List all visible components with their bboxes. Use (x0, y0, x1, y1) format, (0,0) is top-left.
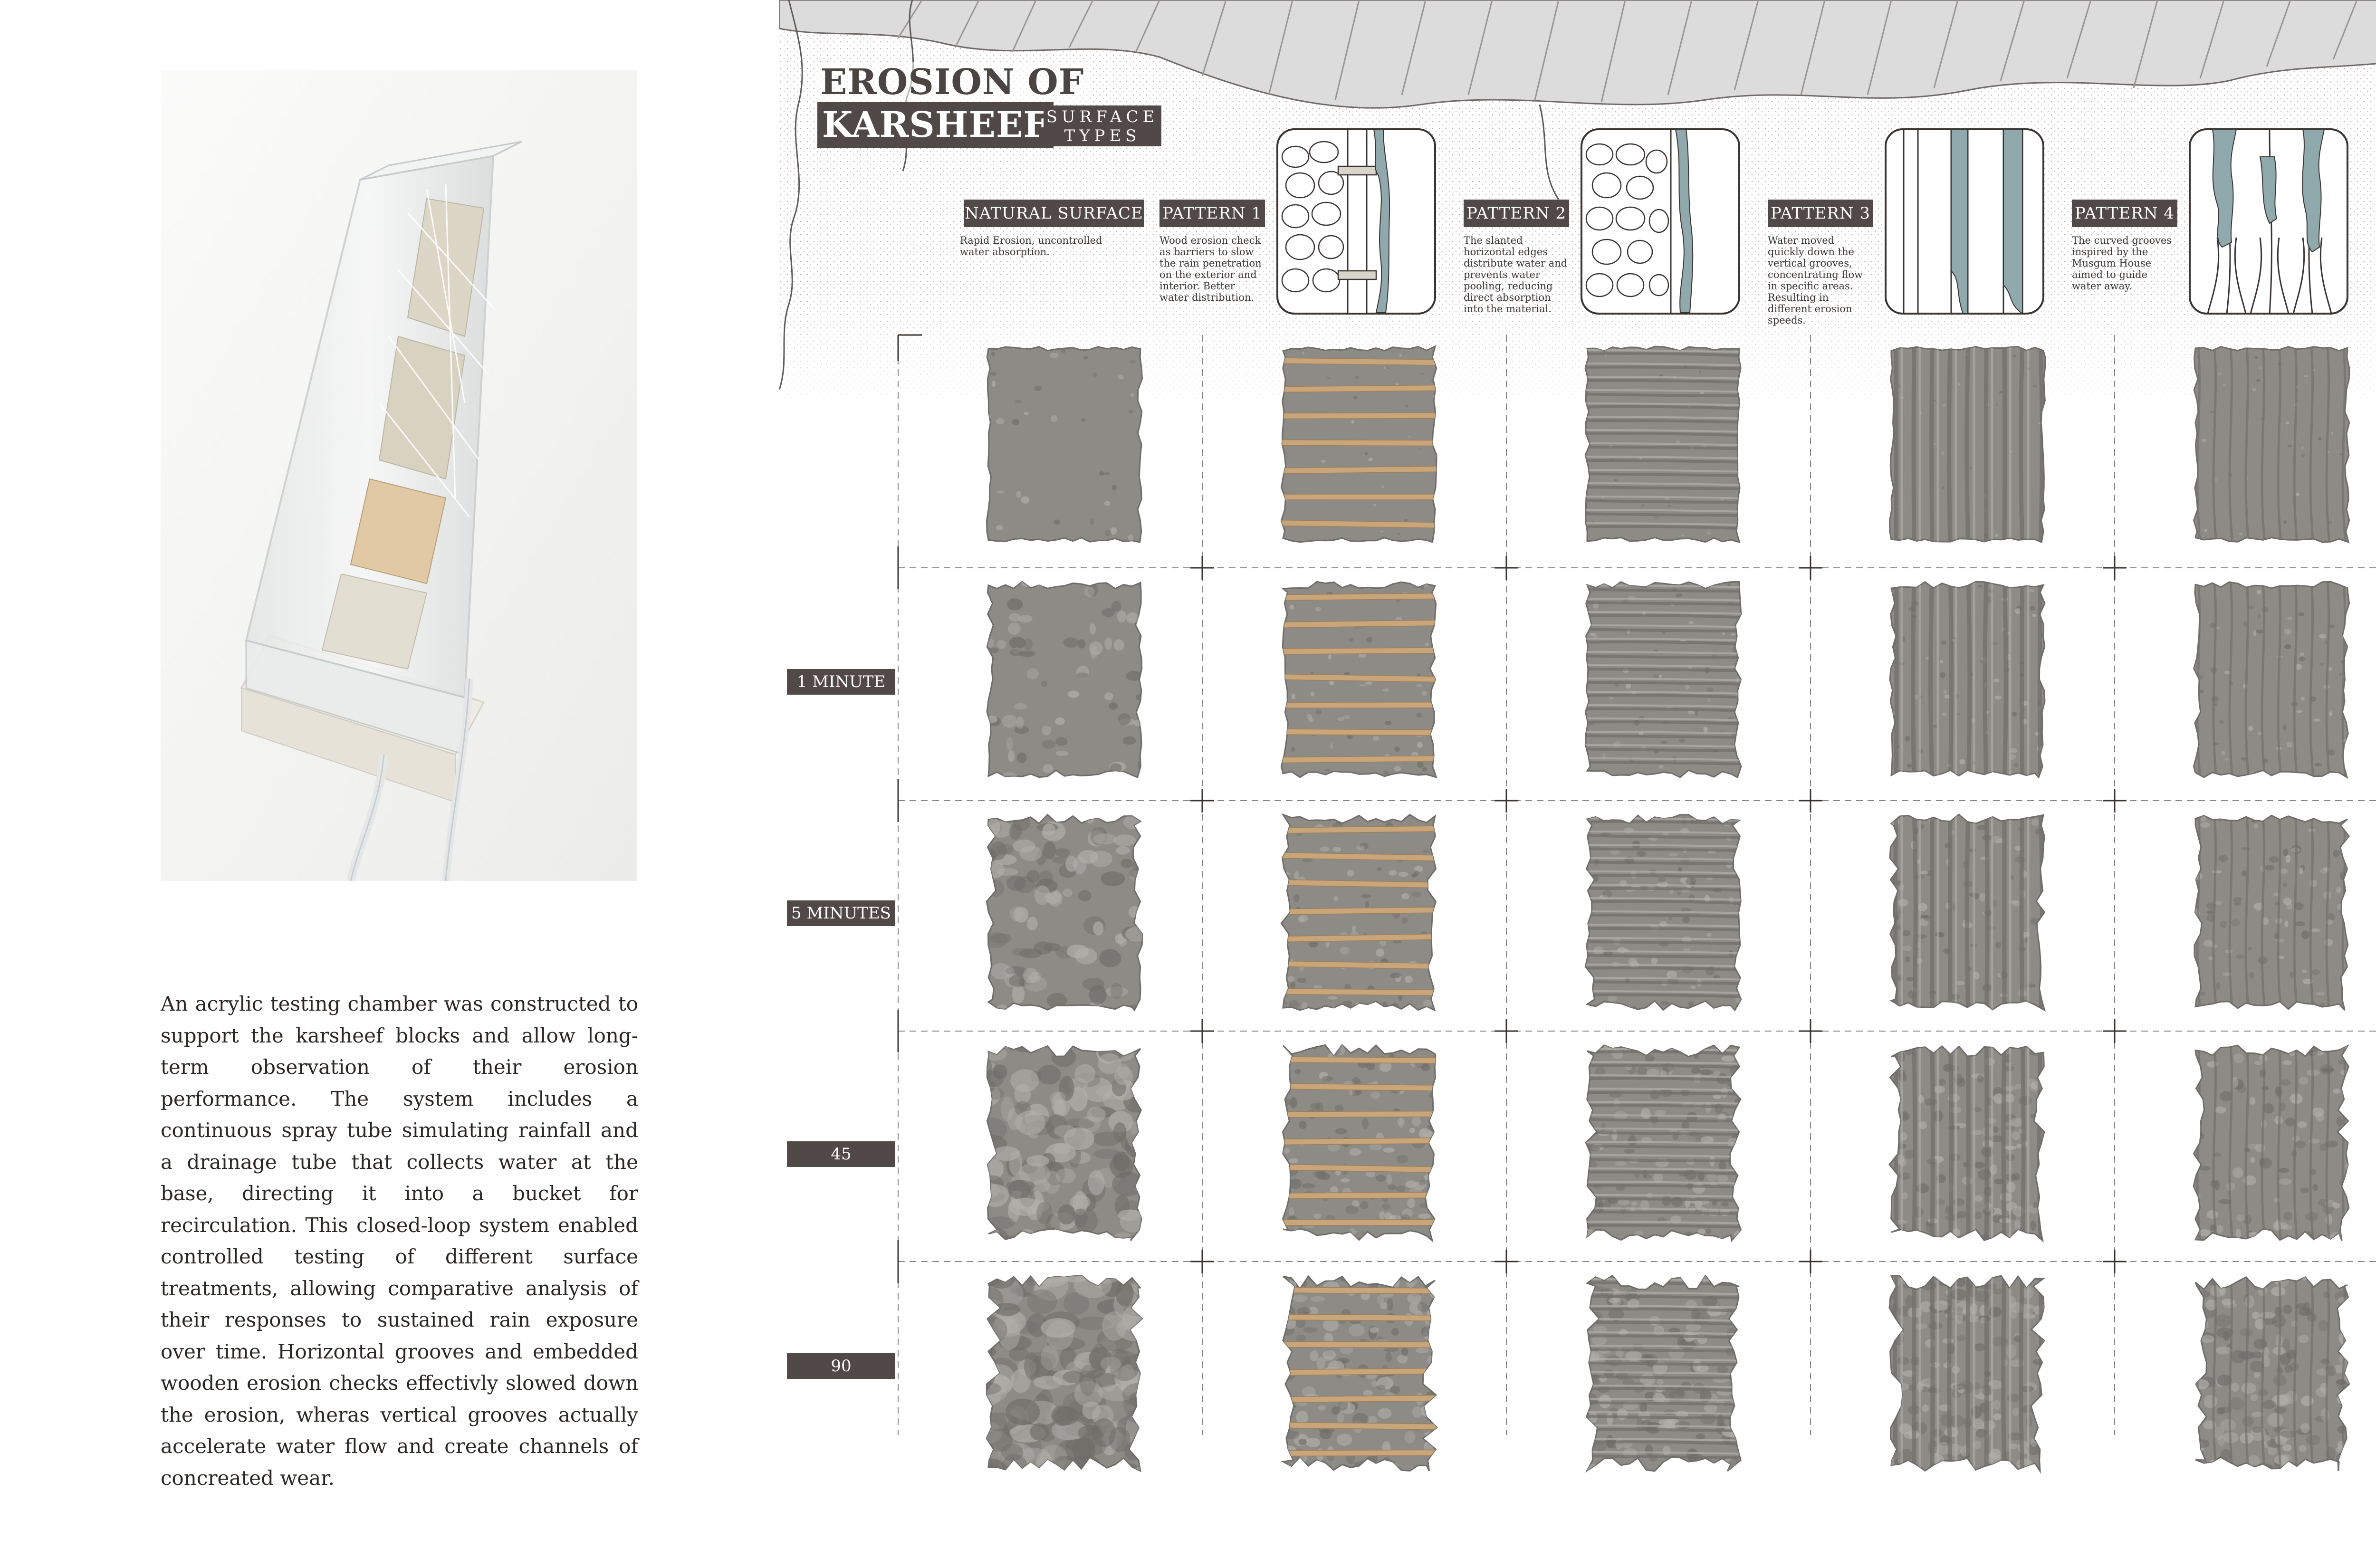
block-sample-col1-row2 (979, 575, 1150, 784)
block-sample-col5-row2 (2186, 575, 2357, 784)
column-label-pattern-4: PATTERN 4 (2072, 200, 2177, 227)
column-desc-pattern-4: The curved grooves inspired by the Musgu… (2072, 235, 2172, 292)
erosion-panel: EROSION OF KARSHEEF SURFACE TYPES NATURA… (779, 0, 2376, 1568)
row-label-1-minute: 1 MINUTE (787, 669, 895, 695)
column-desc-natural-surface: Rapid Erosion, uncontrolled water absorp… (960, 235, 1102, 258)
block-sample-col5-row5 (2186, 1269, 2357, 1478)
block-sample-col2-row3 (1274, 808, 1445, 1017)
block-sample-col1-row3 (979, 808, 1150, 1017)
column-label-pattern-3: PATTERN 3 (1768, 200, 1873, 227)
subtitle-line-1: SURFACE (1046, 107, 1159, 126)
pattern-1-diagram (1276, 128, 1436, 315)
subtitle: SURFACE TYPES (1044, 105, 1161, 146)
column-label-pattern-1: PATTERN 1 (1159, 200, 1265, 227)
block-sample-col1-row5 (979, 1269, 1150, 1478)
column-label-natural-surface: NATURAL SURFACE (964, 200, 1144, 227)
column-desc-pattern-1: Wood erosion check as barriers to slow t… (1159, 235, 1262, 303)
title-line-1: EROSION OF (817, 62, 1087, 103)
pattern-3-diagram (1885, 128, 2044, 315)
subtitle-line-2: TYPES (1064, 126, 1141, 145)
description-paragraph: An acrylic testing chamber was construct… (161, 992, 638, 1490)
pattern-4-diagram (2189, 128, 2348, 315)
grid-lines (897, 334, 2376, 1435)
block-sample-col2-row2 (1274, 575, 1445, 784)
block-sample-col3-row5 (1578, 1269, 1749, 1478)
column-label-pattern-2: PATTERN 2 (1464, 200, 1569, 227)
block-sample-col4-row5 (1882, 1269, 2053, 1478)
block-sample-col4-row1 (1882, 340, 2053, 549)
block-sample-col3-row3 (1578, 808, 1749, 1017)
block-sample-col1-row1 (979, 340, 1150, 549)
block-sample-col5-row4 (2186, 1038, 2357, 1247)
block-sample-col5-row3 (2186, 808, 2357, 1017)
block-sample-col3-row2 (1578, 575, 1749, 784)
pattern-2-diagram (1581, 128, 1740, 315)
block-sample-col4-row3 (1882, 808, 2053, 1017)
block-sample-col2-row5 (1274, 1269, 1445, 1478)
block-sample-col2-row4 (1274, 1038, 1445, 1247)
column-desc-pattern-2: The slanted horizontal edges distribute … (1464, 235, 1568, 315)
block-sample-col3-row4 (1578, 1038, 1749, 1247)
block-sample-col2-row1 (1274, 340, 1445, 549)
block-sample-col1-row4 (979, 1038, 1150, 1247)
block-sample-col5-row1 (2186, 340, 2357, 549)
title-line-2: KARSHEEF (817, 102, 1054, 148)
testing-chamber-photo (161, 70, 637, 881)
row-label-90-minutes: 90 MINUTES (787, 1353, 895, 1401)
row-label-5-minutes: 5 MINUTES (787, 900, 895, 926)
block-sample-col4-row4 (1882, 1038, 2053, 1247)
column-desc-pattern-3: Water moved quickly down the vertical gr… (1768, 235, 1863, 326)
row-label-45-minutes: 45 MINUTES (787, 1141, 895, 1189)
block-sample-col4-row2 (1882, 575, 2053, 784)
block-sample-col3-row1 (1578, 340, 1749, 549)
